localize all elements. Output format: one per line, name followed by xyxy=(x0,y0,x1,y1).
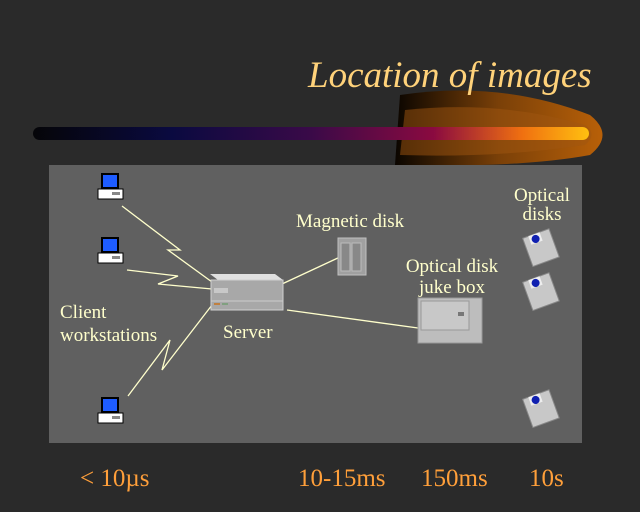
jukebox-label-line2: juke box xyxy=(418,277,485,298)
optical-disks-label-line1: Optical xyxy=(514,185,570,206)
link-ws1-server xyxy=(121,205,213,283)
latency-jukebox: 150ms xyxy=(421,465,488,492)
workstation-icon xyxy=(97,397,124,424)
magnetic-disk-icon xyxy=(337,237,367,276)
workstation-icon xyxy=(97,237,124,264)
slide-title: Location of images xyxy=(307,55,592,96)
latency-optical-disks: 10s xyxy=(529,465,564,492)
optical-disk-icon xyxy=(522,389,560,429)
latency-client: < 10µs xyxy=(80,465,149,492)
optical-disk-icon xyxy=(522,272,560,312)
client-workstations-label-line2: workstations xyxy=(60,325,157,346)
link-ws2-server xyxy=(126,269,213,290)
server-label: Server xyxy=(223,322,273,343)
title-underline-bar xyxy=(33,127,589,140)
optical-disk-icon xyxy=(522,228,560,268)
magnetic-disk-label: Magnetic disk xyxy=(296,211,405,232)
latency-magnetic-disk: 10-15ms xyxy=(298,465,386,492)
workstation-icon xyxy=(97,173,124,200)
diagram-panel xyxy=(49,165,582,443)
optical-disks-label-line2: disks xyxy=(522,204,561,225)
link-ws3-server xyxy=(127,304,213,397)
link-server-jukebox xyxy=(286,309,419,329)
jukebox-icon xyxy=(417,297,483,344)
server-icon xyxy=(210,274,284,311)
jukebox-label-line1: Optical disk xyxy=(406,256,499,277)
link-server-magnetic-disk xyxy=(281,256,341,285)
client-workstations-label-line1: Client xyxy=(60,302,107,323)
